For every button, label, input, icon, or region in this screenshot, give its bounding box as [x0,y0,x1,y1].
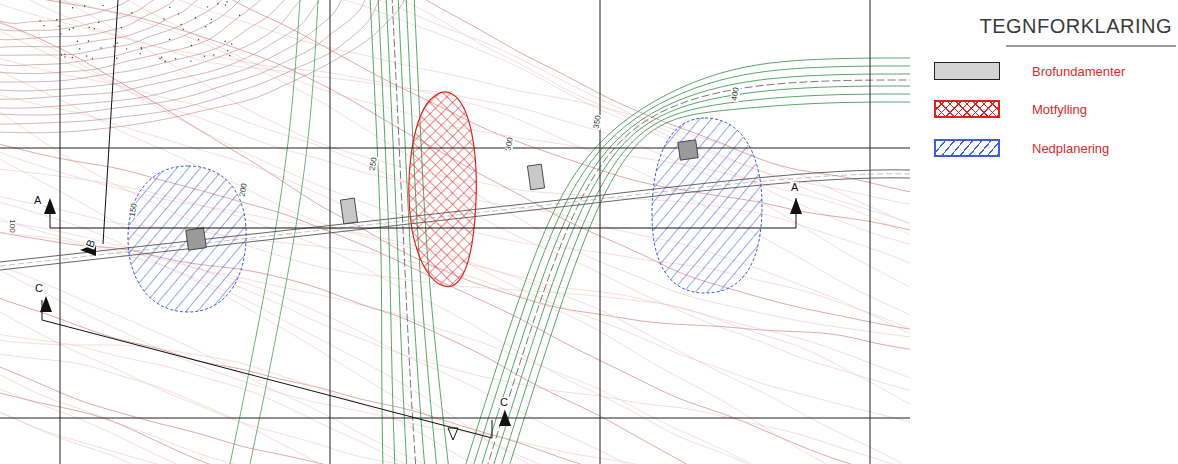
hatched-areas [128,92,762,312]
legend-text: Brofundamenter [1032,65,1125,78]
road-lines [230,0,910,464]
section-letter: C [34,283,44,294]
section-letter: A [33,195,42,206]
section-letter: C [499,397,509,408]
chainage-number: 400 [730,86,741,103]
levelling-area [128,166,246,312]
bridge-alignment [0,140,910,270]
legend-rule [1006,46,1176,47]
grid-lines [0,0,910,464]
chainage-number: 350 [592,114,603,131]
section-letter: A [790,182,799,193]
legend-heading: TEGNFORKLARING [979,16,1172,36]
chainage-number: 200 [238,182,249,199]
contour-lines [0,0,910,464]
levelling-area [652,118,762,293]
section-markers [40,0,802,440]
legend-swatch [934,139,1000,157]
legend-text: Nedplanering [1032,142,1109,155]
legend-swatch [934,62,1000,80]
chainage-number: 300 [504,136,515,153]
legend-swatch [934,100,1000,118]
legend-text: Motfylling [1032,103,1087,116]
counterfill-area [409,92,476,287]
chainage-number: 100 [8,218,16,233]
